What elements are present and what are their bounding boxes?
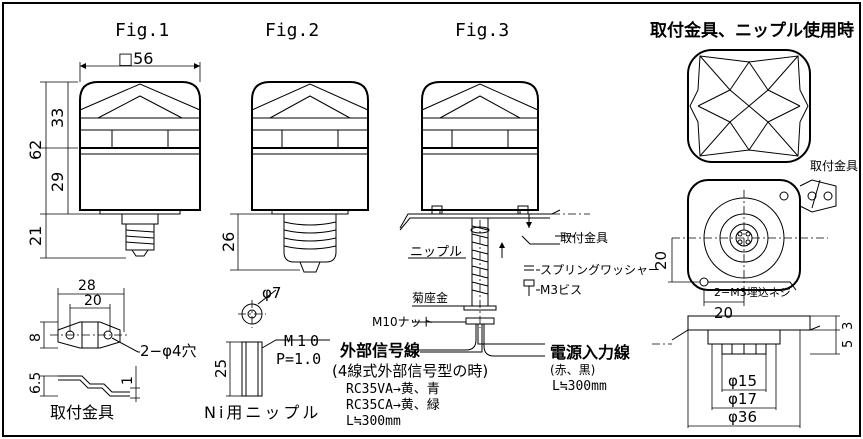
spring-washer-label: スプリングワッシャー [540,263,660,277]
dim-33: 33 [48,108,67,128]
dim-phi17: φ17 [728,390,757,408]
rc35va-label: RC35VA→黄、青 [346,382,440,397]
dim-square56: □56 [118,49,153,68]
dim-28: 28 [78,278,96,294]
fig4-top-view [687,49,811,163]
dim-phi36: φ36 [728,408,757,426]
dim-5: 5 [841,340,856,348]
dim-20-vertical: 20 [652,251,670,270]
fig4-side-view [652,315,840,428]
bracket3-label: 取付金具 [560,230,608,245]
nipple-callout: ニップル [410,245,462,260]
fig3-light-body [399,81,590,357]
dim-hole: 2−φ4穴 [140,342,197,360]
m3-screw-label: M3ビス [540,283,582,297]
fig2-dimensions [230,213,300,271]
rc35ca-label: RC35CA→黄、緑 [346,398,440,413]
dim-25: 25 [212,359,230,378]
nipple-label: Ni用ニップル [204,403,321,422]
dim-1: 1 [120,376,136,385]
dim-phi7: φ7 [262,284,281,302]
bracket4-label: 取付金具 [810,158,858,173]
bracket-label: 取付金具 [50,403,114,422]
kikuza-label: 菊座金 [412,290,448,305]
length1-label: L≒300mm [346,414,401,429]
fig1-light-body [79,81,201,257]
dim-26: 26 [219,232,238,252]
power-input-label: 電源入力線 [550,343,630,362]
length2-label: L≒300mm [552,379,607,394]
fig4-title: 取付金具、ニップル使用時 [650,20,854,41]
fig4-dimensions [668,179,821,306]
fig3-title: Fig.3 [455,20,509,41]
dim-29: 29 [48,172,67,192]
dim-62: 62 [26,140,45,160]
fig1-dimensions [40,62,201,259]
fig2-title: Fig.2 [265,20,319,41]
m10-nut-label: M10ナット [372,315,434,329]
fig1-title: Fig.1 [115,20,169,41]
dim-6-5: 6.5 [28,372,44,394]
ext-signal-label: 外部信号線 [339,341,420,360]
dim-pitch: P=1.0 [276,350,321,368]
power-colors-label: (赤、黒) [550,363,595,377]
four-wire-label: (4線式外部信号型の時) [332,362,488,380]
dim-8: 8 [28,333,44,342]
dim-20-horizontal: 20 [714,304,733,322]
dim-3: 3 [841,322,856,330]
dim-m10: M10 [284,332,323,350]
dim-21: 21 [26,226,45,246]
fig2-light-body [251,81,369,273]
dim-phi15: φ15 [728,372,757,390]
nipple-detail [226,289,330,397]
dim-20-bracket: 20 [84,293,102,309]
m3-tap-label: 2−M3埋込ネジ [714,286,791,299]
bracket-detail [40,288,140,402]
